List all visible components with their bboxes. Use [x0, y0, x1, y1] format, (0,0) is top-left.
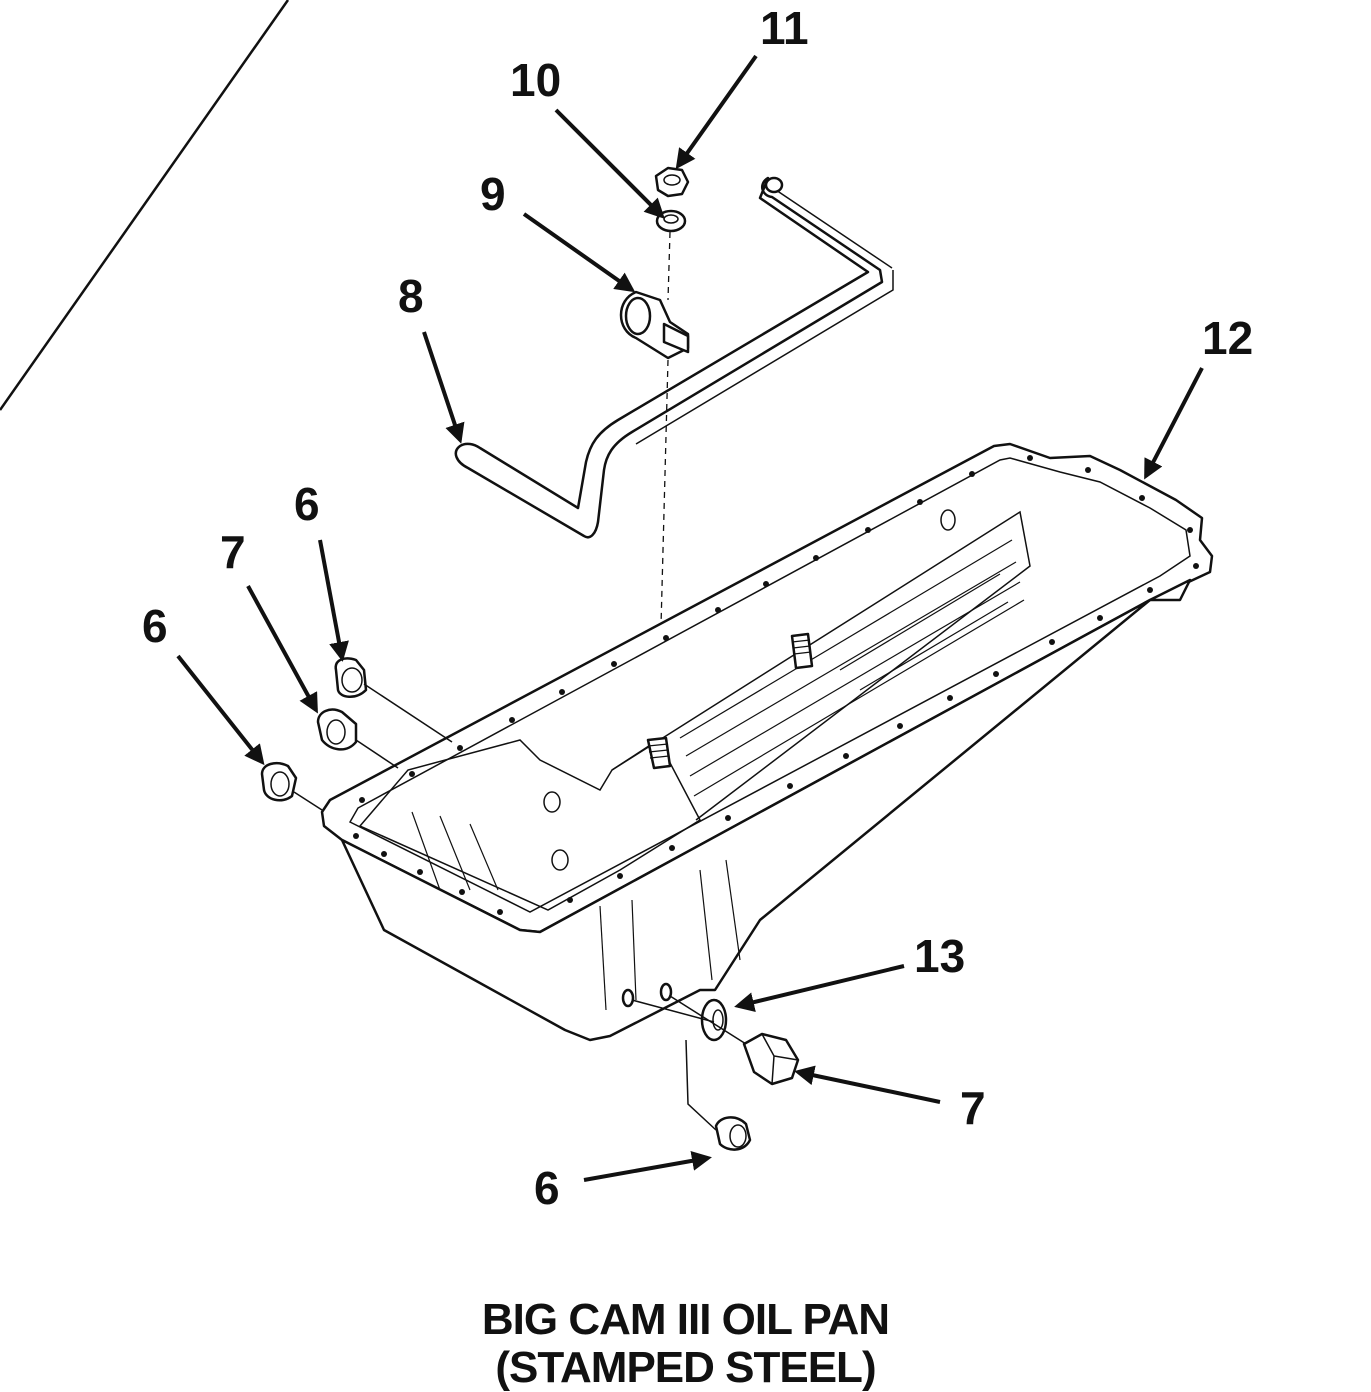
flange-bolt-holes [353, 455, 1199, 915]
leader-9 [522, 212, 636, 293]
leader-13 [734, 964, 905, 1012]
callout-10: 10 [510, 54, 561, 106]
leader-10 [554, 108, 665, 219]
oil-pan [320, 442, 1214, 1042]
callout-7-left: 7 [220, 526, 246, 578]
callout-6-lower: 6 [142, 600, 168, 652]
nut-11 [654, 166, 690, 198]
leader-6-bottom [583, 1150, 712, 1182]
plug-6-lower [260, 762, 298, 802]
figure-title: BIG CAM III OIL PAN [481, 1295, 890, 1344]
callout-6-bottom: 6 [534, 1162, 560, 1214]
drain-washer-13 [700, 998, 728, 1042]
leader-11 [675, 54, 758, 170]
page-border-line [0, 0, 290, 411]
plug-6-bottom [714, 1116, 752, 1151]
leader-8 [422, 331, 465, 444]
leader-7-left [246, 585, 318, 714]
leader-7-right [794, 1065, 941, 1104]
dipstick-tube [454, 176, 894, 539]
leader-6-lower [176, 654, 265, 766]
plug-7-left [316, 708, 358, 751]
tube-clamp [619, 290, 690, 360]
drain-plug-7 [742, 1032, 800, 1086]
figure-subtitle: (STAMPED STEEL) [495, 1343, 876, 1392]
callout-11: 11 [760, 2, 809, 54]
callout-7-right: 7 [960, 1082, 986, 1134]
callout-12: 12 [1202, 312, 1253, 364]
leader-12 [1144, 367, 1204, 480]
plug-6-upper [334, 657, 368, 698]
callout-9: 9 [480, 168, 506, 220]
callout-8: 8 [398, 270, 424, 322]
callout-6-upper: 6 [294, 478, 320, 530]
leader-6-upper [318, 539, 349, 662]
callout-13: 13 [914, 930, 965, 982]
